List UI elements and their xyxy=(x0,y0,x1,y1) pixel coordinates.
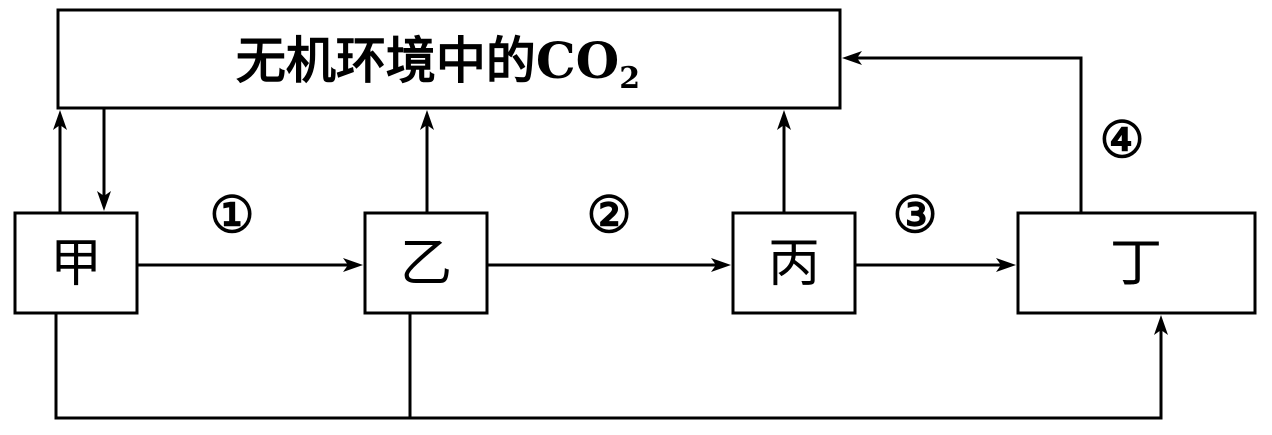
arrow-bing-to-co2 xyxy=(777,110,791,213)
node-ding xyxy=(1016,211,1257,315)
step-2-label: ② xyxy=(587,185,632,244)
arrow-co2-to-jia xyxy=(97,108,111,211)
step-1-label: ① xyxy=(210,185,255,244)
arrow-yi-to-co2 xyxy=(420,110,434,213)
arrow-yi-to-bing xyxy=(487,258,731,272)
arrow-jia-to-yi xyxy=(137,258,363,272)
arrow-bing-to-ding xyxy=(855,258,1016,272)
step-4-label: ④ xyxy=(1100,110,1145,169)
co2-box-label: 无机环境中的CO2 xyxy=(236,31,640,96)
arrow-jia-to-co2 xyxy=(53,110,67,213)
arrow-jia-yi-to-ding xyxy=(54,313,1168,420)
node-bing-label: 丙 xyxy=(768,234,820,294)
step-3-label: ③ xyxy=(893,185,938,244)
node-jia-label: 甲 xyxy=(50,234,102,294)
node-yi-label: 乙 xyxy=(400,234,452,294)
co2-box xyxy=(56,8,842,110)
node-ding-label: 丁 xyxy=(1110,234,1162,294)
node-bing xyxy=(731,211,857,315)
arrow-ding-to-co2 xyxy=(842,51,1083,213)
node-jia xyxy=(13,211,139,315)
